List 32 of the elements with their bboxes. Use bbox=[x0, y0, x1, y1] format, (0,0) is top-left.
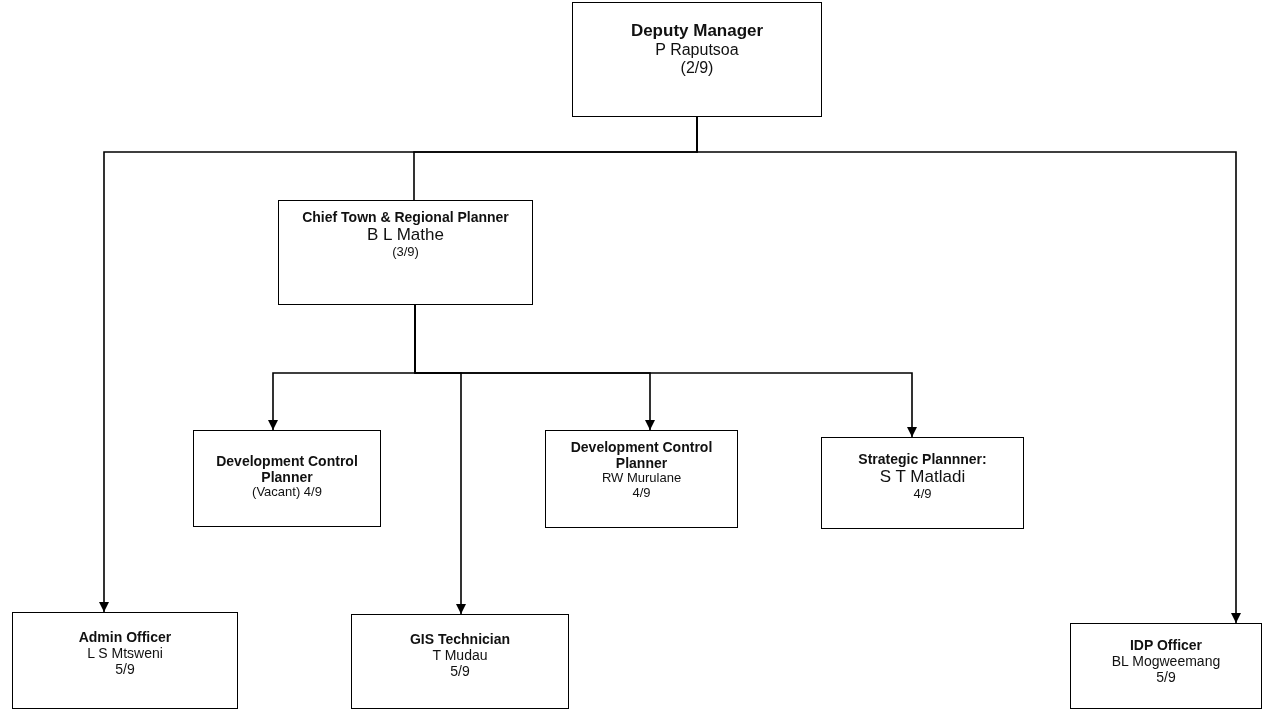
person-name: BL Mogweemang bbox=[1111, 653, 1221, 670]
person-name: S T Matladi bbox=[879, 467, 966, 487]
role-title: Deputy Manager bbox=[629, 21, 765, 41]
position-box bbox=[545, 430, 738, 528]
person-name: (Vacant) 4/9 bbox=[252, 485, 322, 501]
grade-label: 4/9 bbox=[632, 486, 651, 502]
grade-label: (3/9) bbox=[392, 244, 419, 260]
grade-label: 5/9 bbox=[1156, 669, 1176, 686]
role-title: Development Control Planner bbox=[569, 439, 714, 472]
position-box bbox=[278, 200, 533, 305]
position-box bbox=[351, 614, 569, 709]
position-box bbox=[821, 437, 1024, 529]
role-title: IDP Officer bbox=[1128, 637, 1204, 654]
grade-label: (2/9) bbox=[680, 58, 714, 78]
grade-label: 5/9 bbox=[115, 661, 135, 678]
position-box bbox=[193, 430, 381, 527]
role-title: Admin Officer bbox=[77, 629, 173, 646]
person-name: T Mudau bbox=[432, 647, 488, 664]
role-title: GIS Technician bbox=[408, 631, 512, 648]
person-name: P Raputsoa bbox=[655, 40, 739, 59]
arrow bbox=[696, 116, 1241, 624]
position-box bbox=[1070, 623, 1262, 709]
grade-label: 4/9 bbox=[913, 486, 932, 502]
grade-label: 5/9 bbox=[450, 663, 470, 680]
person-name: B L Mathe bbox=[367, 225, 444, 245]
position-box bbox=[572, 2, 822, 117]
role-title: Chief Town & Regional Planner bbox=[301, 209, 510, 226]
person-name: RW Murulane bbox=[601, 471, 682, 487]
role-title: Strategic Plannner: bbox=[857, 451, 988, 468]
position-box bbox=[12, 612, 238, 709]
role-title: Development Control Planner bbox=[215, 453, 359, 486]
person-name: L S Mtsweni bbox=[87, 645, 163, 662]
